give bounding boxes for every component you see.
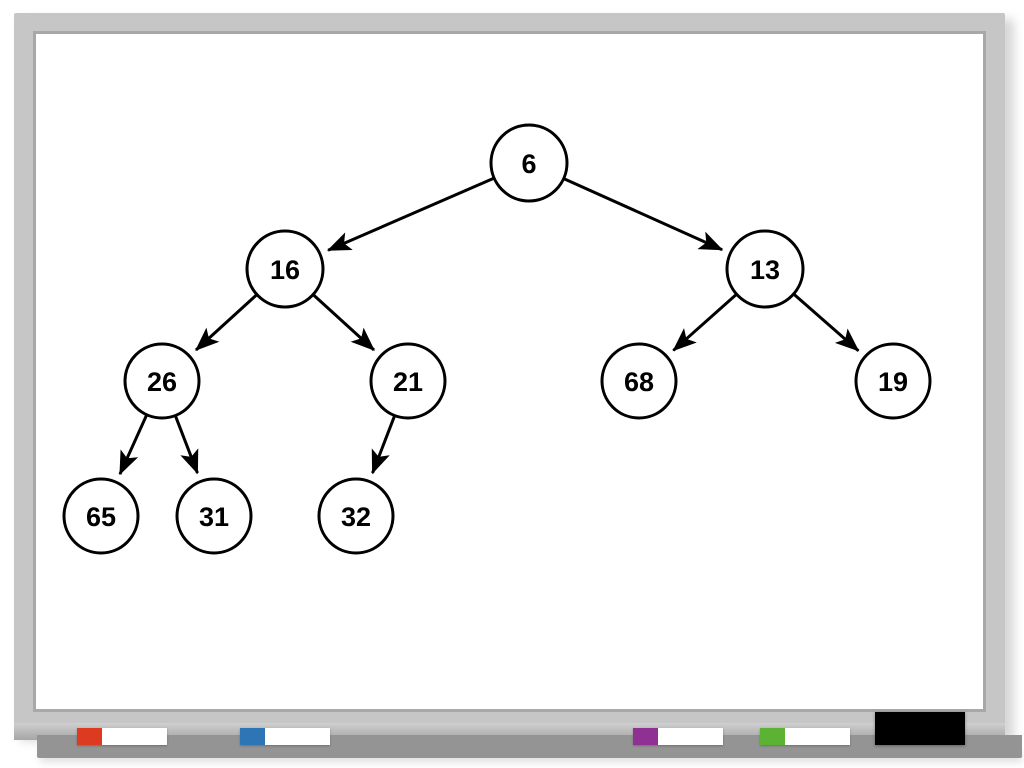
red-marker[interactable] (77, 728, 167, 745)
tree-edge-13-to-19 (793, 293, 860, 352)
tree-node-6[interactable]: 6 (489, 123, 569, 203)
node-circle-26 (123, 342, 201, 420)
green-marker-barrel (785, 728, 850, 745)
tree-node-26[interactable]: 26 (123, 342, 201, 420)
tree-edge-16-to-26 (195, 294, 258, 352)
node-label-6: 6 (521, 149, 536, 179)
node-circle-65 (62, 477, 140, 555)
node-circle-68 (600, 342, 678, 420)
tree-edge-6-to-16 (327, 177, 494, 252)
tree-node-32[interactable]: 32 (317, 477, 395, 555)
tree-edge-6-to-13 (563, 177, 724, 252)
eraser[interactable] (875, 712, 965, 745)
node-label-68: 68 (624, 367, 654, 397)
tree-node-19[interactable]: 19 (854, 342, 932, 420)
red-marker-barrel (102, 728, 167, 745)
node-label-16: 16 (270, 255, 300, 285)
green-marker-cap (760, 728, 785, 745)
tree-node-68[interactable]: 68 (600, 342, 678, 420)
node-label-65: 65 (86, 502, 116, 532)
node-label-19: 19 (878, 367, 908, 397)
node-label-31: 31 (199, 502, 229, 532)
green-marker[interactable] (760, 728, 850, 745)
tree-node-21[interactable]: 21 (369, 342, 447, 420)
node-label-13: 13 (750, 255, 780, 285)
tree-edges (118, 177, 860, 476)
blue-marker[interactable] (240, 728, 330, 745)
tree-node-31[interactable]: 31 (175, 477, 253, 555)
tree-edge-26-to-31 (174, 415, 199, 475)
purple-marker-barrel (658, 728, 723, 745)
tree-node-16[interactable]: 16 (245, 229, 325, 309)
node-circle-13 (725, 229, 805, 309)
binary-tree-diagram: 6 16 13 26 21 68 19 65 31 32 (62, 123, 932, 555)
tree-nodes: 6 16 13 26 21 68 19 65 31 32 (62, 123, 932, 555)
red-marker-cap (77, 728, 102, 745)
purple-marker-cap (633, 728, 658, 745)
node-label-26: 26 (147, 367, 177, 397)
node-circle-19 (854, 342, 932, 420)
tree-edge-21-to-32 (371, 415, 396, 475)
tree-edge-13-to-68 (672, 293, 737, 352)
node-label-32: 32 (341, 502, 371, 532)
node-circle-32 (317, 477, 395, 555)
node-circle-6 (489, 123, 569, 203)
node-label-21: 21 (393, 367, 423, 397)
tree-edge-16-to-21 (312, 294, 375, 352)
tree-edge-26-to-65 (118, 415, 148, 476)
node-circle-31 (175, 477, 253, 555)
blue-marker-cap (240, 728, 265, 745)
purple-marker[interactable] (633, 728, 723, 745)
node-circle-16 (245, 229, 325, 309)
node-circle-21 (369, 342, 447, 420)
tree-node-13[interactable]: 13 (725, 229, 805, 309)
blue-marker-barrel (265, 728, 330, 745)
tree-node-65[interactable]: 65 (62, 477, 140, 555)
